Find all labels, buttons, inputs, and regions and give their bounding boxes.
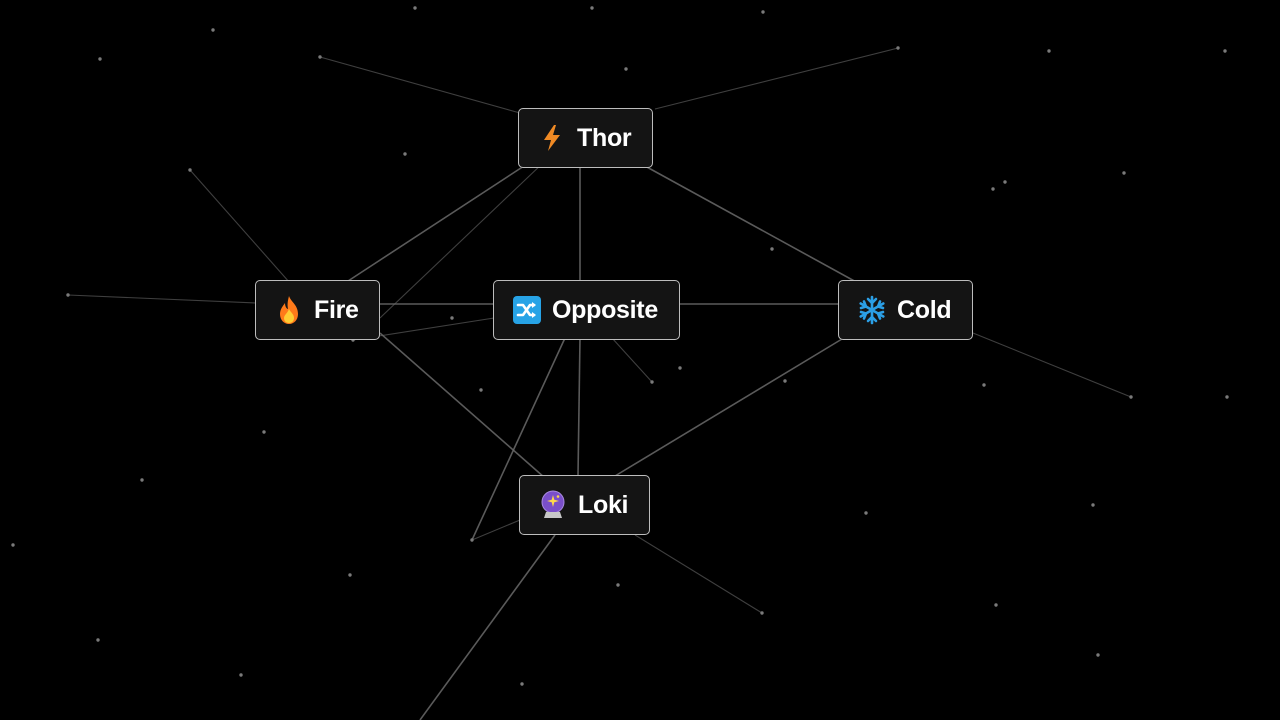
snowflake-icon [857,295,887,325]
star-dot [188,168,192,172]
star-dot [624,67,628,71]
connection-line [654,47,899,110]
star-dot [318,55,322,59]
star-dot [403,152,407,156]
connection-line [611,337,653,383]
element-label: Loki [578,490,629,519]
connection-line [644,165,859,284]
star-dot [864,511,868,515]
star-dot [1223,49,1227,53]
element-label: Thor [577,123,632,152]
connection-line [972,332,1132,398]
star-dot [479,388,483,392]
connection-line [379,332,546,479]
star-dot [1003,180,1007,184]
star-dot [783,379,787,383]
connection-line [471,337,566,541]
star-dot [66,293,70,297]
star-dot [982,383,986,387]
star-dot [1096,653,1100,657]
star-dot [590,6,594,10]
star-dot [896,46,900,50]
star-dot [262,430,266,434]
shuffle-icon [512,295,542,325]
crystal-ball-icon [538,490,568,520]
lightning-bolt-icon [537,123,567,153]
fire-icon [274,295,304,325]
connection-line [344,163,528,284]
connection-line [189,169,291,284]
connection-line [419,534,556,720]
star-dot [96,638,100,642]
star-dot [1129,395,1133,399]
star-dot [1122,171,1126,175]
connection-line [634,534,763,614]
star-dot [760,611,764,615]
connection-line [471,519,521,541]
star-dot [1047,49,1051,53]
element-loki[interactable]: Loki [519,475,650,535]
background-stars [11,6,1229,686]
star-dot [11,543,15,547]
element-fire[interactable]: Fire [255,280,380,340]
connection-line [379,161,545,319]
star-dot [348,573,352,577]
star-dot [991,187,995,191]
element-thor[interactable]: Thor [518,108,653,168]
star-dot [470,538,474,542]
star-dot [1225,395,1229,399]
connection-lines [67,47,1132,720]
connection-line [319,56,521,114]
star-dot [98,57,102,61]
element-opposite[interactable]: Opposite [493,280,680,340]
connection-line [577,337,581,477]
star-dot [520,682,524,686]
element-cold[interactable]: Cold [838,280,973,340]
star-dot [450,316,454,320]
star-dot [616,583,620,587]
star-dot [770,247,774,251]
element-label: Fire [314,295,359,324]
star-dot [239,673,243,677]
star-dot [994,603,998,607]
star-dot [211,28,215,32]
star-dot [678,366,682,370]
star-dot [140,478,144,482]
element-label: Cold [897,295,952,324]
connection-line [614,338,843,477]
star-dot [650,380,654,384]
connection-line [67,294,257,304]
star-dot [413,6,417,10]
star-dot [761,10,765,14]
star-dot [1091,503,1095,507]
element-label: Opposite [552,295,658,324]
